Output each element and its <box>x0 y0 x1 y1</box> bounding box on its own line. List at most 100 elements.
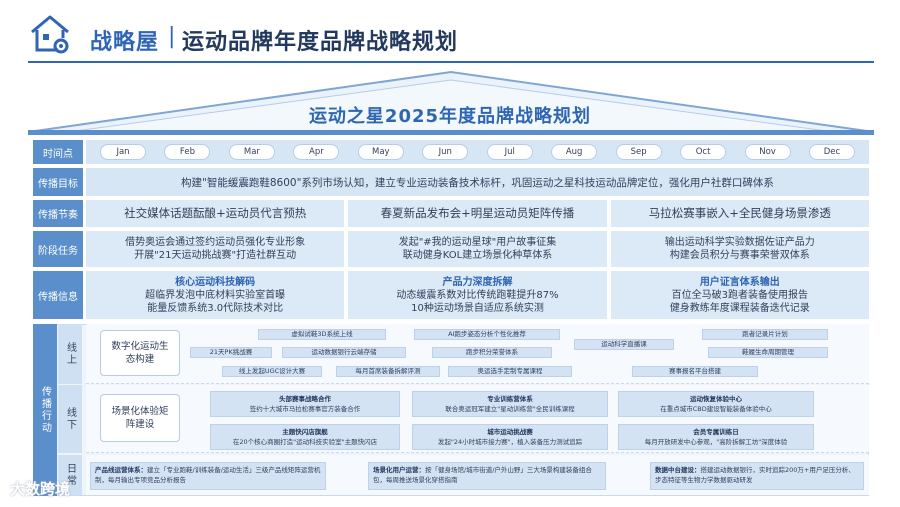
daily-item-title: 数据中台建设： <box>655 466 701 474</box>
house-gear-icon <box>31 15 69 54</box>
timeline-row: Jan Feb Mar Apr May Jun Jul Aug Sep Oct Nov Dec <box>86 140 869 164</box>
offline-card-title: 主题快闪店旗舰 <box>282 428 328 436</box>
month-pill: Sep <box>615 144 662 160</box>
title-separator: | <box>168 24 176 49</box>
tasks-row: 借势奥运会通过签约运动员强化专业形象 开展"21天运动挑战赛"打造社群互动 发起… <box>86 231 869 267</box>
offline-card-title: 专业训练营体系 <box>487 395 533 403</box>
task-phase-2: 发起"#我的运动星球"用户故事征集 联动健身KOL建立场景化种草体系 <box>348 231 607 267</box>
info-block-1: 核心运动科技解码 超临界发泡中底材料实验室首曝 能量反馈系统3.0代际技术对比 <box>86 271 345 319</box>
online-tag: AI跑步姿态分析个性化推荐 <box>414 329 560 340</box>
month-pill: Nov <box>744 144 791 160</box>
info-row: 核心运动科技解码 超临界发泡中底材料实验室首曝 能量反馈系统3.0代际技术对比 … <box>86 271 869 319</box>
rhythm-text: 春夏新品发布会+明星运动员矩阵传播 <box>380 206 575 220</box>
offline-summary-box: 场景化体验矩阵建设 <box>100 394 180 442</box>
rhythm-phase-2: 春夏新品发布会+明星运动员矩阵传播 <box>348 200 607 227</box>
month-pill: Jun <box>422 144 469 160</box>
row-label-tasks: 阶段任务 <box>33 231 83 267</box>
daily-item-title: 产品线运营体系： <box>95 466 147 474</box>
month-pill: Jul <box>486 144 533 160</box>
info-block-2: 产品力深度拆解 动态缓震系数对比传统跑鞋提升87% 10种运动场景自适应系统实测 <box>348 271 607 319</box>
offline-card-text: 在重点城市CBD建设智能装备体验中心 <box>660 405 772 413</box>
rhythm-phase-1: 社交媒体话题酝酿+运动员代言预热 <box>86 200 345 227</box>
online-tag: 赛事报名平台搭建 <box>632 366 758 377</box>
row-label-goal: 传播目标 <box>33 168 83 196</box>
month-pill: May <box>357 144 404 160</box>
month-pill: Jan <box>100 144 146 160</box>
daily-item-title: 场景化用户运营： <box>373 466 425 474</box>
online-tag: 每月首席装备拆解评测 <box>336 366 440 377</box>
online-summary-box: 数字化运动生态构建 <box>100 330 180 376</box>
month-pill: Mar <box>228 144 275 160</box>
rhythm-row: 社交媒体话题酝酿+运动员代言预热 春夏新品发布会+明星运动员矩阵传播 马拉松赛事… <box>86 200 869 227</box>
info-title: 产品力深度拆解 <box>442 276 513 288</box>
offline-card-text: 发起"24小时城市接力赛"，植入装备压力测试追踪 <box>437 438 583 446</box>
task-line: 构建会员积分与赛事荣誉双体系 <box>669 250 810 261</box>
online-tag: 运动科学直播课 <box>574 339 674 350</box>
offline-card: 运动恢复体验中心 在重点城市CBD建设智能装备体验中心 <box>618 391 814 417</box>
month-pill: Dec <box>808 144 855 160</box>
rhythm-text: 马拉松赛事嵌入+全民健身场景渗透 <box>648 206 831 220</box>
daily-item-text: 搭建运动数据银行，实时追踪200万+用户足压分析、步态特征等生物力学数据驱动研发 <box>655 466 855 484</box>
daily-item: 场景化用户运营：按「健身场馆/城市街道/户外山野」三大场景构建装备组合包，每周推… <box>368 462 606 490</box>
roof-shape <box>28 70 874 135</box>
sub-label-online: 线上 <box>58 324 82 384</box>
goal-text: 构建"智能缓震跑鞋8600"系列市场认知，建立专业运动装备技术标杆，巩固运动之星… <box>181 176 774 189</box>
offline-card: 会员专属训练日 每月开放研发中心参观，"高阶拆解工坊"深度体验 <box>618 424 814 450</box>
online-tag: 运动数据银行云端存储 <box>282 347 406 358</box>
row-label-timeline: 时间点 <box>33 140 83 164</box>
rhythm-text: 社交媒体话题酝酿+运动员代言预热 <box>124 206 307 220</box>
task-phase-1: 借势奥运会通过签约运动员强化专业形象 开展"21天运动挑战赛"打造社群互动 <box>86 231 345 267</box>
offline-card-text: 在20个核心商圈打造"运动科技实验室"主题快闪店 <box>232 438 378 446</box>
info-line: 超临界发泡中底材料实验室首曝 <box>145 289 286 301</box>
online-tag: 21天PK挑战赛 <box>190 347 272 358</box>
task-phase-3: 输出运动科学实验数据佐证产品力 构建会员积分与赛事荣誉双体系 <box>610 231 869 267</box>
offline-card-title: 头部赛事战略合作 <box>279 395 331 403</box>
online-tag: 线上发起UGC设计大赛 <box>222 366 322 377</box>
month-list: Jan Feb Mar Apr May Jun Jul Aug Sep Oct Nov Dec <box>86 140 869 164</box>
info-line: 动态缓震系数对比传统跑鞋提升87% <box>396 289 559 301</box>
row-label-info: 传播信息 <box>33 271 83 319</box>
info-title: 用户证言体系输出 <box>699 276 780 288</box>
daily-item-text: 按「健身场馆/城市街道/户外山野」三大场景构建装备组合包，每周推送场景化穿搭指南 <box>373 466 592 484</box>
info-title: 核心运动科技解码 <box>175 276 256 288</box>
daily-item: 数据中台建设：搭建运动数据银行，实时追踪200万+用户足压分析、步态特征等生物力… <box>650 462 864 490</box>
offline-card: 城市运动挑战赛 发起"24小时城市接力赛"，植入装备压力测试追踪 <box>412 424 608 450</box>
task-line: 发起"#我的运动星球"用户故事征集 <box>398 237 557 248</box>
page-title: 运动品牌年度品牌战略规划 <box>182 30 459 55</box>
info-line: 百位全马破3跑者装备使用报告 <box>671 289 808 301</box>
online-tag: 跑步积分荣誉体系 <box>432 347 552 358</box>
task-line: 输出运动科学实验数据佐证产品力 <box>664 237 815 248</box>
sub-label-daily: 日常 <box>58 455 82 495</box>
month-pill: Oct <box>680 144 727 160</box>
online-tag: 奥运选手定制专属课程 <box>448 366 572 377</box>
online-tag: 跑者记录片计划 <box>702 329 828 340</box>
offline-card-text: 联合奥运冠军建立"星动训练营"全民训练课程 <box>445 405 575 413</box>
offline-card-title: 运动恢复体验中心 <box>690 395 742 403</box>
online-tag: 鞋履生命周期管理 <box>708 347 828 358</box>
offline-card: 头部赛事战略合作 签约十大城市马拉松赛事官方装备合作 <box>210 391 400 417</box>
task-line: 联动健身KOL建立场景化种草体系 <box>402 250 553 261</box>
rhythm-phase-3: 马拉松赛事嵌入+全民健身场景渗透 <box>610 200 869 227</box>
info-block-3: 用户证言体系输出 百位全马破3跑者装备使用报告 健身教练年度课程装备迭代记录 <box>610 271 869 319</box>
offline-card-text: 每月开放研发中心参观，"高阶拆解工坊"深度体验 <box>644 438 788 446</box>
offline-card-title: 城市运动挑战赛 <box>487 428 533 436</box>
offline-card-title: 会员专属训练日 <box>693 428 739 436</box>
brand-name: 战略屋 <box>90 30 160 55</box>
header: 战略屋 | 运动品牌年度品牌战略规划 <box>0 0 900 64</box>
info-line: 能量反馈系统3.0代际技术对比 <box>147 302 284 314</box>
daily-item: 产品线运营体系：建立「专业跑鞋/训练装备/运动生活」三级产品线矩阵运营机制，每月… <box>90 462 326 490</box>
task-line: 借势奥运会通过签约运动员强化专业形象 <box>125 237 306 248</box>
row-label-propagation: 传播行动 <box>33 324 57 496</box>
offline-card: 主题快闪店旗舰 在20个核心商圈打造"运动科技实验室"主题快闪店 <box>210 424 400 450</box>
month-pill: Feb <box>164 144 211 160</box>
header-divider <box>28 61 874 63</box>
task-line: 开展"21天运动挑战赛"打造社群互动 <box>134 250 297 261</box>
offline-card: 专业训练营体系 联合奥运冠军建立"星动训练营"全民训练课程 <box>412 391 608 417</box>
daily-item-text: 建立「专业跑鞋/训练装备/运动生活」三级产品线矩阵运营机制，每月输出专项竞品分析… <box>95 466 321 484</box>
row-label-rhythm: 传播节奏 <box>33 200 83 227</box>
month-pill: Aug <box>551 144 598 160</box>
watermark: 大数跨境 <box>10 480 71 498</box>
goal-row: 构建"智能缓震跑鞋8600"系列市场认知，建立专业运动装备技术标杆，巩固运动之星… <box>86 168 869 196</box>
month-pill: Apr <box>293 144 340 160</box>
sub-label-offline: 线下 <box>58 385 82 453</box>
